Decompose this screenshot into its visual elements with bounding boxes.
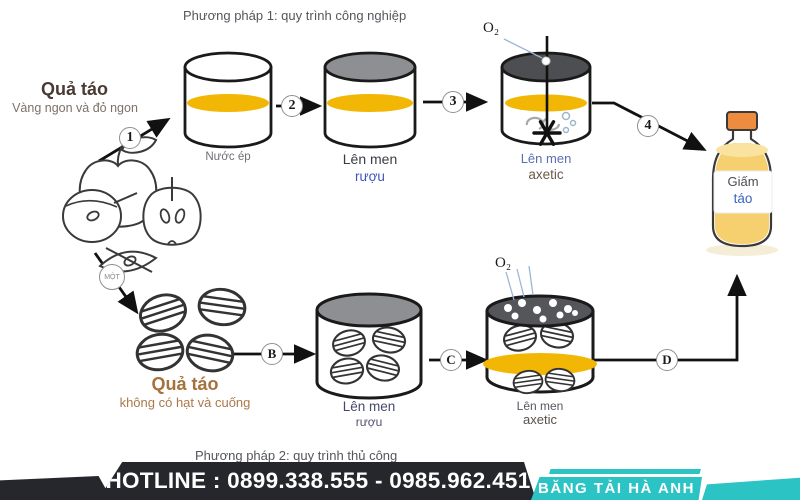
step-3-badge: 3 <box>442 91 464 113</box>
hotline-banner: HOTLINE : 0899.338.555 - 0985.962.451 <box>97 462 537 500</box>
o2-pointer-line <box>503 38 543 59</box>
o2-inlet-icon <box>541 56 551 66</box>
step-a-badge: MỘT <box>99 264 125 290</box>
step-d-badge: D <box>656 349 678 371</box>
ferment1-sub: rượu <box>355 169 385 184</box>
o2-label-top: O₂ <box>483 20 500 36</box>
ferment5-label: Lên men <box>516 399 564 413</box>
product-label-line2: táo <box>733 191 753 206</box>
apple-halves-icon <box>132 284 249 377</box>
hotline-text: HOTLINE : 0899.338.555 - 0985.962.451 <box>105 468 531 493</box>
cylinder-ferment-acetic <box>500 36 592 146</box>
method2-source-title: Quả táo <box>151 374 219 394</box>
step-2-badge: 2 <box>281 95 303 117</box>
method2-title: Phương pháp 2: quy trình thủ công <box>195 448 398 463</box>
ferment5-sub: axetic <box>523 412 557 427</box>
brand-banner: BĂNG TẢI HÀ ANH <box>531 477 702 500</box>
step-4-badge: 4 <box>637 115 659 137</box>
bubble-icon <box>561 111 571 121</box>
cylinder-manual-alcohol <box>315 292 423 400</box>
step-b-badge: B <box>261 343 283 365</box>
method1-source-title: Quả táo <box>40 79 108 99</box>
bottle-label <box>713 170 773 214</box>
half-apple-icon <box>142 186 202 246</box>
ferment4-sub: rượu <box>355 415 383 429</box>
bubble-icon <box>569 119 577 127</box>
surface-bubbles-icon <box>504 299 578 323</box>
step-1-badge: 1 <box>119 127 141 149</box>
arrow-step-4 <box>592 101 707 151</box>
method2-source-subtitle: không có hạt và cuống <box>119 395 251 410</box>
cylinder-ferment-alcohol <box>323 51 417 149</box>
brand-text: BĂNG TẢI HÀ ANH <box>538 480 695 497</box>
o2-inlet-lines <box>505 265 534 301</box>
vinegar-bottle-icon <box>706 111 778 256</box>
ferment2-label: Lên men <box>520 151 572 166</box>
ferment2-sub: axetic <box>528 167 564 182</box>
o2-label-bottom: O₂ <box>495 255 512 271</box>
method1-source-subtitle: Vàng ngon và đỏ ngon <box>12 101 138 115</box>
acetic-liquid-level <box>483 353 597 375</box>
ferment1-label: Lên men <box>342 151 398 167</box>
step-c-badge: C <box>440 349 462 371</box>
juice-label: Nước ép <box>205 151 251 163</box>
juice-level <box>187 94 269 112</box>
method1-title: Phương pháp 1: quy trình công nghiệp <box>183 8 407 23</box>
footer-right-shape <box>701 477 800 500</box>
brand-accent-strip <box>549 469 701 474</box>
cylinder-manual-acetic <box>483 265 597 396</box>
footer-left-shape <box>0 476 112 500</box>
arrow-step-d <box>594 273 747 362</box>
product-label-line1: Giấm <box>727 174 759 189</box>
bottle-cap-icon <box>726 111 758 131</box>
ferment4-label: Lên men <box>342 399 396 414</box>
bubble-icon <box>562 126 570 134</box>
cylinder-juice <box>183 51 273 149</box>
apples-icon <box>62 136 202 273</box>
